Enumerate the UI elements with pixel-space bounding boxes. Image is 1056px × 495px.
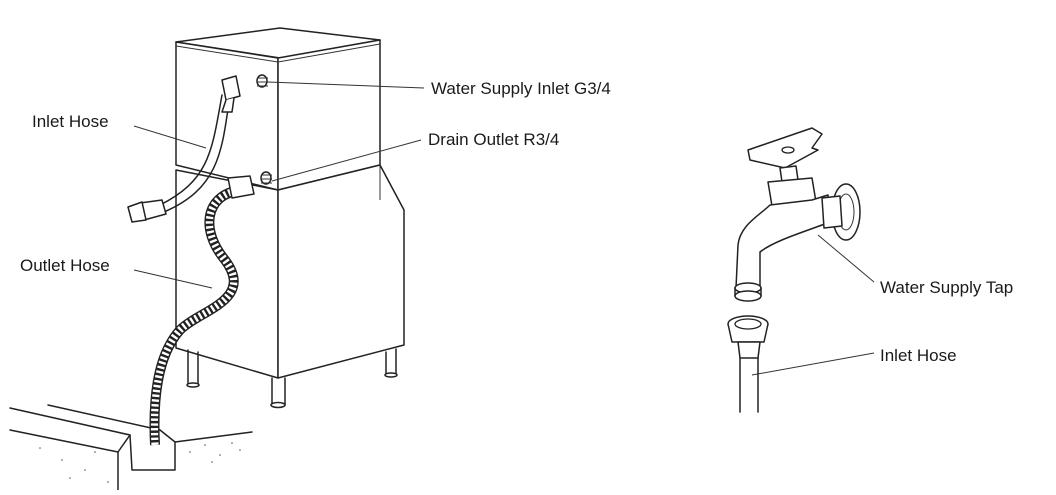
inlet-hose-right-label: Inlet Hose [880, 346, 957, 365]
outlet-hose-drawing [149, 175, 255, 446]
inlet-hose-left-label: Inlet Hose [32, 112, 109, 131]
outlet-hose-label: Outlet Hose [20, 256, 110, 275]
water-supply-inlet-label: Water Supply Inlet G3/4 [431, 79, 611, 98]
floor-step [9, 404, 253, 491]
inlet-hose-right-drawing [727, 315, 769, 413]
drain-fitting [260, 171, 272, 185]
inlet-hose-left-drawing [127, 75, 241, 223]
leader-lines [133, 81, 875, 376]
water-supply-tap-label: Water Supply Tap [880, 278, 1014, 297]
water-tap-drawing [734, 127, 861, 302]
inlet-fitting [256, 74, 268, 88]
drain-outlet-label: Drain Outlet R3/4 [428, 130, 560, 149]
